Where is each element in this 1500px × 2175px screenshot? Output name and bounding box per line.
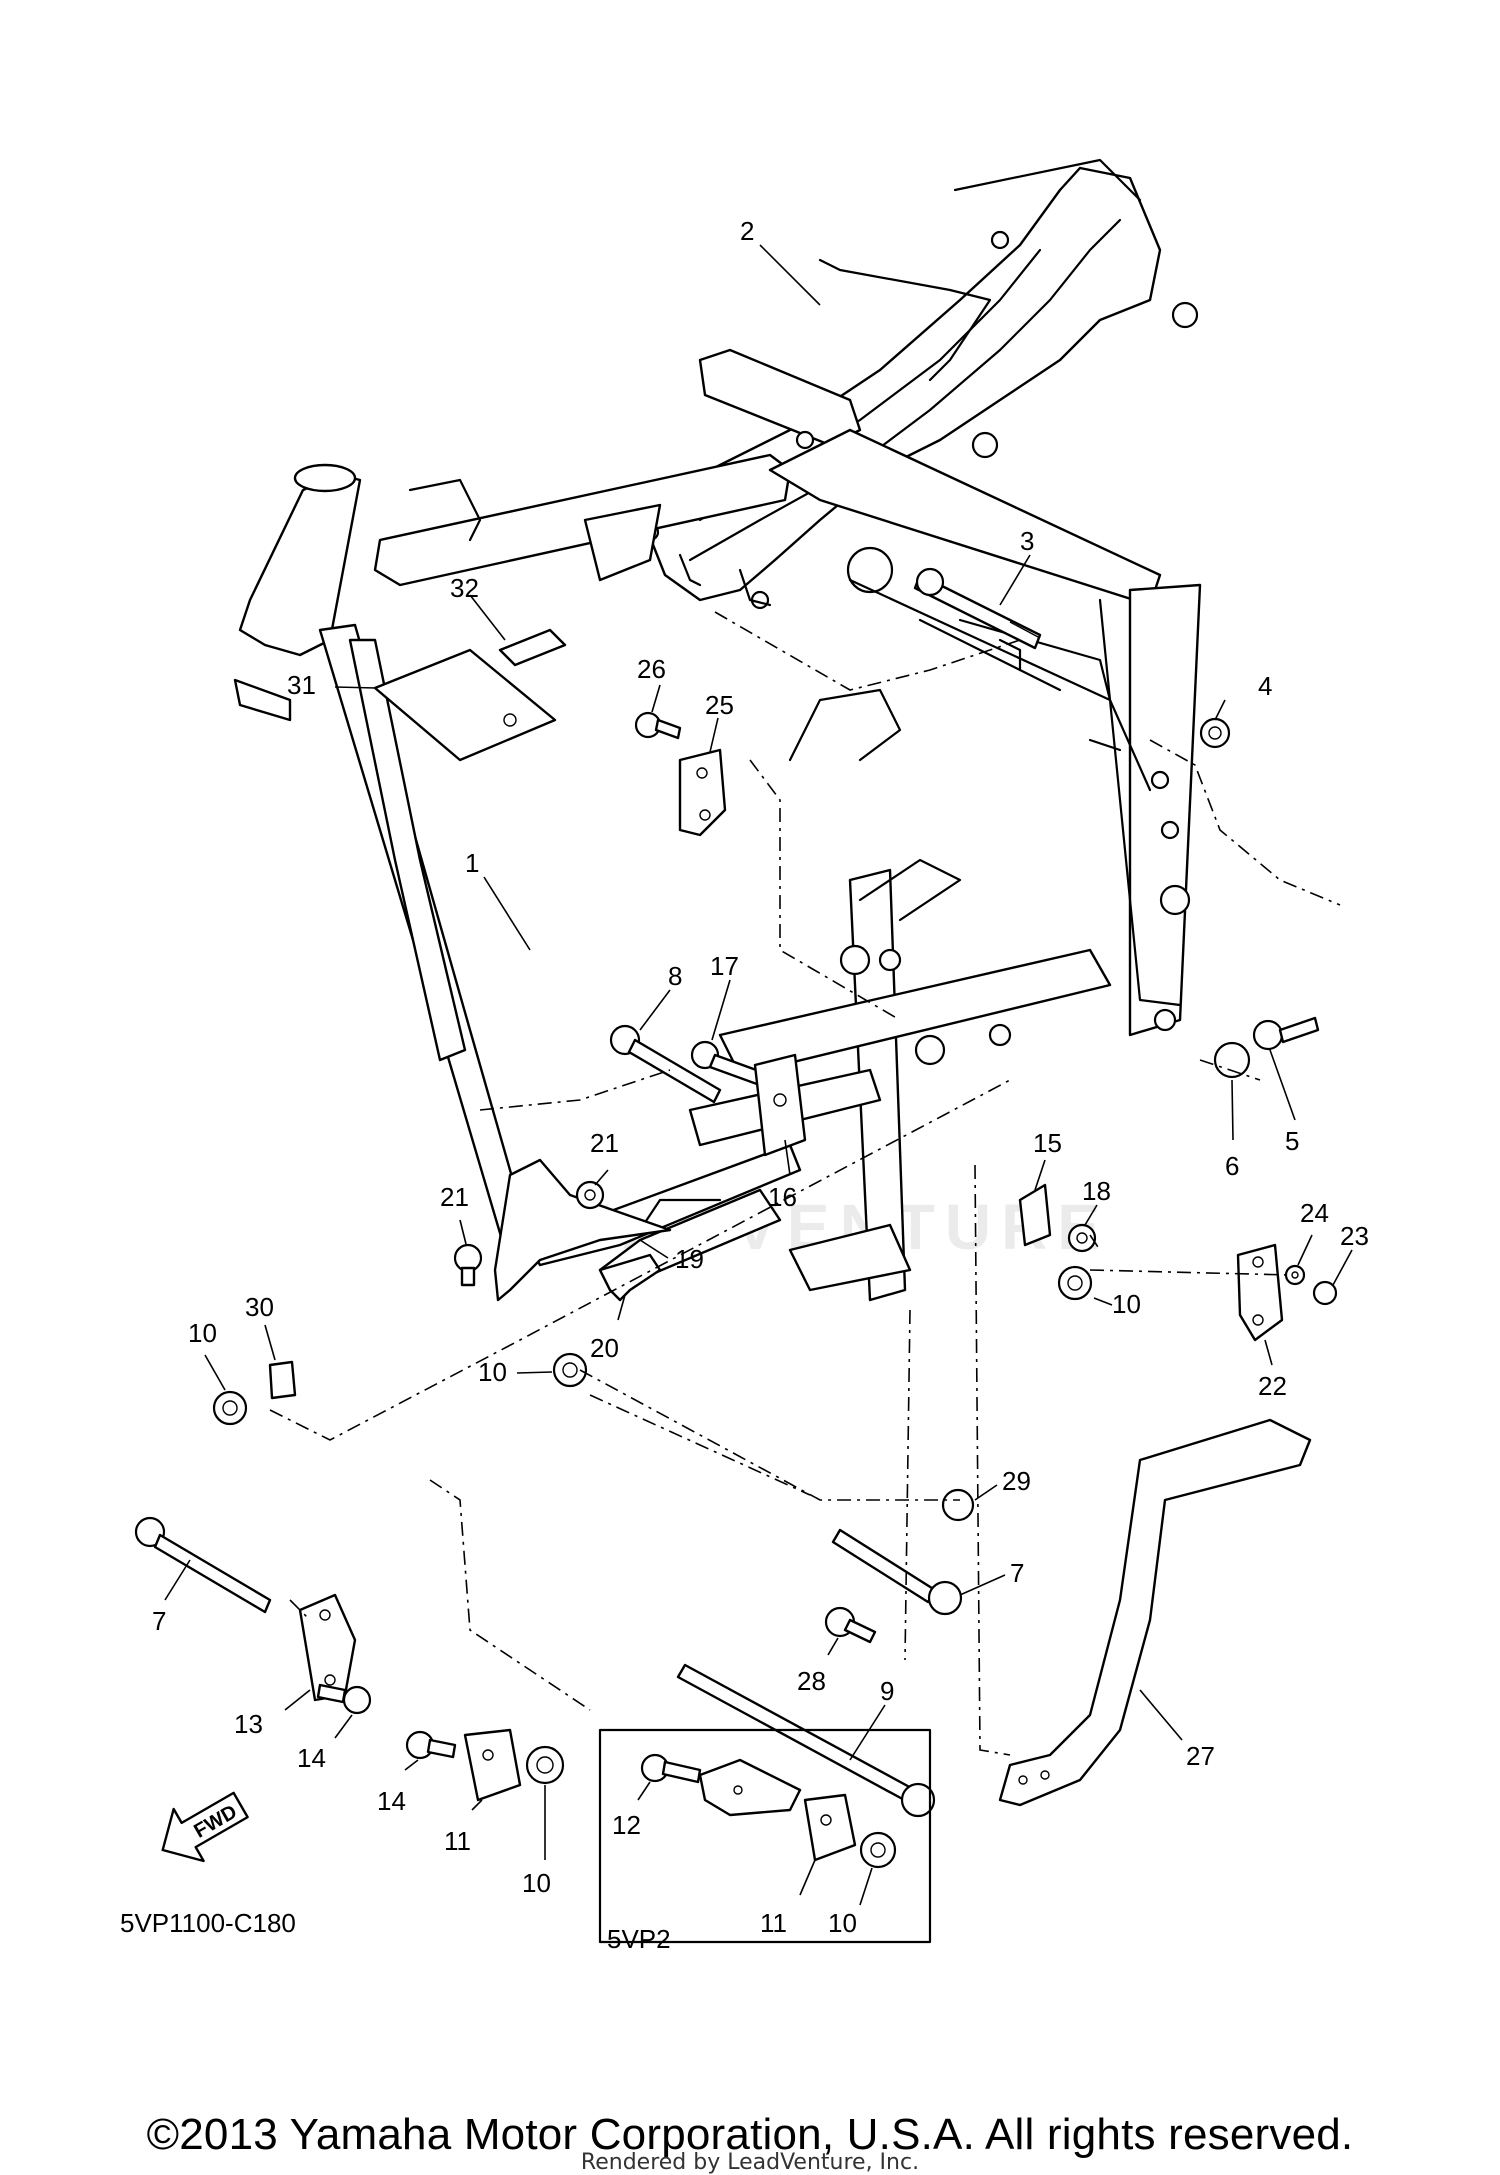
part-28-bolt[interactable] xyxy=(824,1606,877,1644)
callout-31: 31 xyxy=(287,670,316,700)
callout-12: 12 xyxy=(612,1810,641,1840)
part-21-bolt-b[interactable] xyxy=(453,1243,483,1287)
rendered-by-credit: Rendered by LeadVenture, Inc. xyxy=(580,2150,920,2175)
variant-box-label: 5VP2 xyxy=(607,1924,671,1954)
part-10-nut-b[interactable] xyxy=(552,1352,588,1388)
part-7-bolt-right[interactable] xyxy=(831,1528,963,1616)
callout-16: 16 xyxy=(768,1182,797,1212)
part-9-bolt[interactable] xyxy=(676,1663,936,1818)
callout-10a: 10 xyxy=(188,1318,217,1348)
callout-17: 17 xyxy=(710,951,739,981)
callout-6: 6 xyxy=(1225,1151,1239,1181)
callout-20: 20 xyxy=(590,1333,619,1363)
callout-29: 29 xyxy=(1002,1466,1031,1496)
callout-1: 1 xyxy=(465,848,479,878)
callout-8: 8 xyxy=(668,961,682,991)
part-22-plate[interactable] xyxy=(1236,1243,1284,1342)
part-27-sidestand-bracket[interactable] xyxy=(998,1418,1312,1807)
callout-21b: 21 xyxy=(440,1182,469,1212)
part-30-clamp[interactable] xyxy=(268,1360,297,1400)
callout-32: 32 xyxy=(450,573,479,603)
part-15-bracket[interactable] xyxy=(1018,1183,1052,1247)
part-5vp2-bracket[interactable] xyxy=(698,1758,802,1817)
part-8-bolt[interactable] xyxy=(609,1024,722,1104)
part-11-bracket-b[interactable] xyxy=(803,1793,857,1862)
fwd-arrow-icon: FWD xyxy=(161,1791,249,1863)
callout-15: 15 xyxy=(1033,1128,1062,1158)
part-10-nut-e[interactable] xyxy=(859,1831,897,1869)
part-5-bolt[interactable] xyxy=(1252,1016,1320,1051)
part-25-bracket[interactable] xyxy=(678,748,727,837)
callout-18: 18 xyxy=(1082,1176,1111,1206)
part-32-clip[interactable] xyxy=(498,628,567,667)
part-3-bolt[interactable] xyxy=(913,567,1042,650)
part-18-nut[interactable] xyxy=(1067,1223,1097,1253)
callout-10c: 10 xyxy=(1112,1289,1141,1319)
part-10-nut-a[interactable] xyxy=(212,1390,248,1426)
part-10-nut-d[interactable] xyxy=(525,1745,565,1785)
callout-24: 24 xyxy=(1300,1198,1329,1228)
callouts: 1 2 3 4 5 6 7 7 8 9 10 10 10 xyxy=(152,216,1369,1938)
callout-25: 25 xyxy=(705,690,734,720)
part-31-cover[interactable] xyxy=(373,648,557,762)
callout-28: 28 xyxy=(797,1666,826,1696)
part-6-cap[interactable] xyxy=(1213,1041,1251,1079)
callout-4: 4 xyxy=(1258,671,1272,701)
callout-2: 2 xyxy=(740,216,754,246)
callout-14b: 14 xyxy=(377,1786,406,1816)
callout-9: 9 xyxy=(880,1676,894,1706)
callout-5: 5 xyxy=(1285,1126,1299,1156)
callout-10b: 10 xyxy=(478,1357,507,1387)
callout-10d: 10 xyxy=(522,1868,551,1898)
callout-14a: 14 xyxy=(297,1743,326,1773)
part-14-bolt-b[interactable] xyxy=(405,1730,457,1760)
part-13-bracket[interactable] xyxy=(298,1593,357,1702)
callout-27: 27 xyxy=(1186,1741,1215,1771)
part-14-bolt-a[interactable] xyxy=(316,1683,372,1715)
part-21-bolt-a[interactable] xyxy=(575,1180,605,1210)
part-4-nut[interactable] xyxy=(1199,717,1231,749)
callout-22: 22 xyxy=(1258,1371,1287,1401)
callout-10e: 10 xyxy=(828,1908,857,1938)
callout-11a: 11 xyxy=(444,1826,471,1856)
part-24-washer[interactable] xyxy=(1284,1264,1306,1286)
diagram-code: 5VP1100-C180 xyxy=(120,1908,296,1938)
part-10-nut-c[interactable] xyxy=(1057,1265,1093,1301)
callout-7a: 7 xyxy=(152,1606,166,1636)
callout-19: 19 xyxy=(675,1244,704,1274)
part-29-cap[interactable] xyxy=(941,1488,975,1522)
part-16-bracket[interactable] xyxy=(753,1053,807,1157)
callout-30: 30 xyxy=(245,1292,274,1322)
callout-21a: 21 xyxy=(590,1128,619,1158)
copyright-notice: ©2013 Yamaha Motor Corporation, U.S.A. A… xyxy=(146,2110,1354,2159)
part-11-bracket-a[interactable] xyxy=(463,1728,522,1802)
part-7-bolt-left[interactable] xyxy=(134,1516,272,1614)
part-19-bracket[interactable] xyxy=(493,1158,672,1302)
callout-23: 23 xyxy=(1340,1221,1369,1251)
part-23-bolt[interactable] xyxy=(1312,1280,1338,1306)
callout-3: 3 xyxy=(1020,526,1034,556)
callout-11b: 11 xyxy=(760,1908,787,1938)
callout-13: 13 xyxy=(234,1709,263,1739)
assembly-lines xyxy=(269,611,1341,1756)
part-2-rear-fender-stay[interactable] xyxy=(640,158,1199,610)
callout-7b: 7 xyxy=(1010,1558,1024,1588)
variant-box-5vp2 xyxy=(598,1728,932,1944)
part-17-bolt[interactable] xyxy=(690,1040,772,1089)
callout-26: 26 xyxy=(637,654,666,684)
part-12-bolt[interactable] xyxy=(640,1753,702,1784)
part-26-bolt[interactable] xyxy=(634,711,682,740)
